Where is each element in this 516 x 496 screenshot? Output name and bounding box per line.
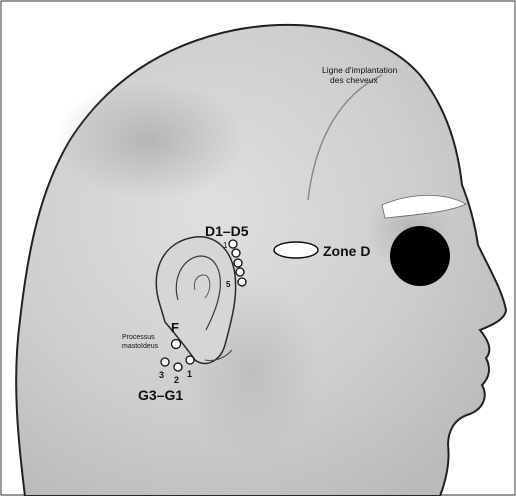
point-g1 [186,356,194,364]
hairline-label-line1: Ligne d'implantation [322,65,398,75]
g2-number: 2 [174,375,179,385]
point-g3 [161,358,169,366]
point-f [172,340,181,349]
g3-number: 3 [159,370,164,380]
zone-d-marker [274,242,318,258]
point-d5 [238,278,246,286]
mastoid-label-line2: mastoïdeus [122,343,159,350]
d5-number: 5 [226,280,231,289]
d1-number: 1 [223,241,228,250]
g1-number: 1 [187,369,192,379]
point-d1 [229,240,237,248]
zone-d-label: Zone D [323,243,370,259]
f-label: F [171,320,179,335]
point-d3 [234,259,242,267]
hairline-label-line2: des cheveux [330,75,378,85]
point-g2 [174,363,182,371]
temple-shading [55,80,245,200]
mastoid-label-line1: Processus [122,334,155,341]
g-group-label: G3–G1 [138,387,183,403]
d-group-label: D1–D5 [205,223,249,239]
point-d2 [232,249,240,257]
eye-black-disc [390,226,450,286]
point-d4 [236,268,244,276]
